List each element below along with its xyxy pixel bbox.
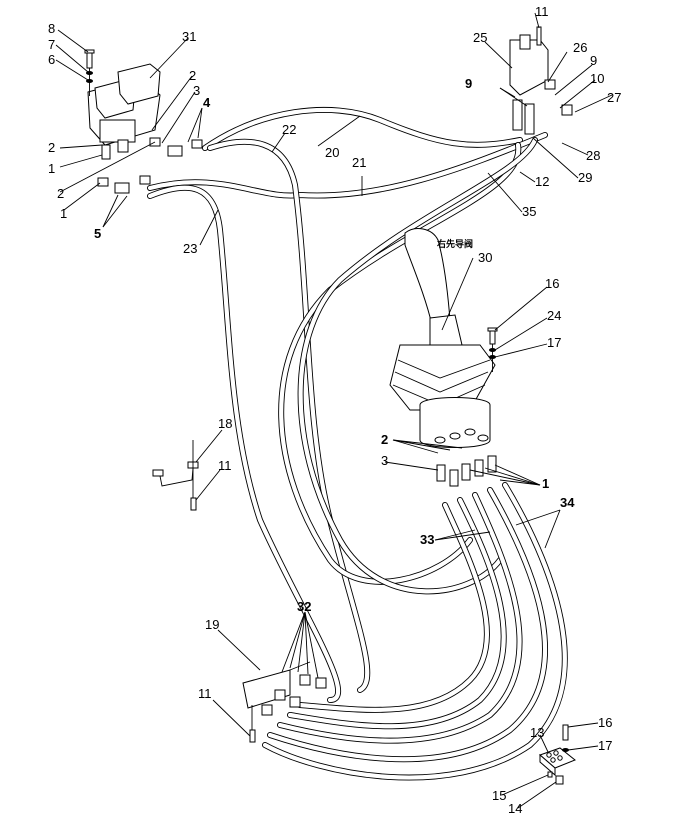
hose-35 — [297, 137, 538, 595]
callout-2-top: 2 — [189, 68, 196, 83]
callout-17-lower: 17 — [598, 738, 612, 753]
callout-19: 19 — [205, 617, 219, 632]
solenoid-valve — [509, 26, 573, 135]
callout-10: 10 — [590, 71, 604, 86]
clamp-bracket — [152, 440, 199, 511]
right-pilot-valve-annotation: 右先导阀 — [436, 238, 473, 250]
callout-35: 35 — [522, 204, 536, 219]
callout-2-mid: 2 — [48, 140, 55, 155]
callout-31: 31 — [182, 29, 196, 44]
hose-23 — [147, 184, 342, 703]
callout-7: 7 — [48, 37, 55, 52]
callout-4: 4 — [203, 95, 211, 110]
callout-11-low: 11 — [198, 686, 212, 701]
callout-3-top: 3 — [193, 83, 200, 98]
callout-3-valve: 3 — [381, 453, 388, 468]
callout-1-valve: 1 — [542, 476, 549, 491]
left-pilot-valve — [87, 63, 161, 160]
callout-2-low: 2 — [57, 186, 64, 201]
hose-20 — [202, 106, 523, 151]
callout-32: 32 — [297, 599, 311, 614]
hose-34-group — [262, 482, 568, 781]
callout-34: 34 — [560, 495, 575, 510]
callout-16-upper: 16 — [545, 276, 559, 291]
callout-11-top: 11 — [535, 4, 549, 19]
callout-9-right: 9 — [590, 53, 597, 68]
hose-21 — [147, 132, 548, 199]
callout-16-lower: 16 — [598, 715, 612, 730]
callout-labels: 8 7 6 31 2 3 4 2 1 2 1 5 23 22 20 21 11 … — [48, 4, 621, 816]
bolt-8 — [84, 49, 95, 96]
callout-20: 20 — [325, 145, 339, 160]
hose-33-group — [277, 492, 523, 744]
callout-13: 13 — [530, 725, 544, 740]
callout-1-low: 1 — [60, 206, 67, 221]
leader-lines — [55, 12, 613, 809]
callout-6: 6 — [48, 52, 55, 67]
callout-17-upper: 17 — [547, 335, 561, 350]
callout-5: 5 — [94, 226, 101, 241]
callout-27: 27 — [607, 90, 621, 105]
callout-25: 25 — [473, 30, 487, 45]
callout-22: 22 — [282, 122, 296, 137]
callout-28: 28 — [586, 148, 600, 163]
right-pilot-valve — [389, 228, 497, 487]
bracket-19 — [242, 661, 327, 743]
callout-2-valve: 2 — [381, 432, 388, 447]
callout-15: 15 — [492, 788, 506, 803]
hose-block — [539, 724, 576, 785]
callout-23: 23 — [183, 241, 197, 256]
hoses — [147, 106, 568, 781]
hose-22 — [207, 138, 371, 693]
callout-14: 14 — [508, 801, 522, 816]
callout-18: 18 — [218, 416, 232, 431]
callout-29: 29 — [578, 170, 592, 185]
callout-12: 12 — [535, 174, 549, 189]
callout-30: 30 — [478, 250, 492, 265]
callout-8: 8 — [48, 21, 55, 36]
callout-11-mid: 11 — [218, 458, 232, 473]
callout-9-left: 9 — [465, 76, 472, 91]
callout-21: 21 — [352, 155, 366, 170]
callout-33: 33 — [420, 532, 434, 547]
callout-26: 26 — [573, 40, 587, 55]
callout-1-mid: 1 — [48, 161, 55, 176]
callout-24: 24 — [547, 308, 561, 323]
